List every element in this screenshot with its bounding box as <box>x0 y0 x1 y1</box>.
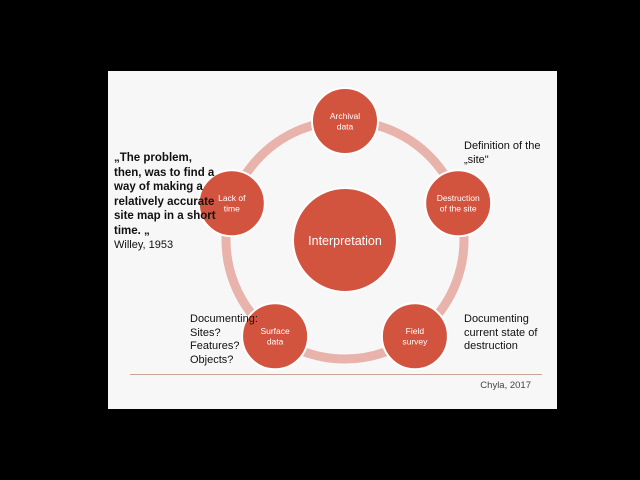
quote-block: „The problem, then, was to find a way of… <box>114 151 216 253</box>
cycle-node-surface-circle <box>241 302 310 371</box>
credit-text: Chyla, 2017 <box>480 380 531 391</box>
annotation-destruction: Documenting current state of destruction <box>464 313 538 352</box>
cycle-node-lack-circle <box>197 169 266 238</box>
cycle-node-archival-label: data <box>337 121 354 131</box>
annotation-definition: Definition of the „site" <box>464 140 541 166</box>
cycle-node-archival-circle <box>311 87 379 155</box>
cycle-node-lack-label: time <box>224 204 240 214</box>
cycle-node-archival-label: Archival <box>330 111 360 121</box>
cycle-node-destruction-label: Destruction <box>437 193 480 203</box>
footer-divider <box>130 374 542 375</box>
cycle-node-surface-label: data <box>267 337 284 347</box>
cycle-node-field-label: survey <box>402 337 428 347</box>
cycle-node-destruction-circle <box>424 169 493 238</box>
quote-text: „The problem, then, was to find a way of… <box>114 152 216 237</box>
cycle-node-destruction-label: of the site <box>440 204 477 214</box>
center-node-label: Interpretation <box>308 234 382 248</box>
cycle-node-field-circle <box>380 302 449 371</box>
cycle-node-lack-label: Lack of <box>218 193 246 203</box>
cycle-node-surface-label: Surface <box>260 326 290 336</box>
annotation-documenting: Documenting: Sites? Features? Objects? <box>190 313 258 366</box>
cycle-node-field-label: Field <box>406 326 425 336</box>
center-node <box>292 187 398 293</box>
quote-author: Willey, 1953 <box>114 239 174 251</box>
